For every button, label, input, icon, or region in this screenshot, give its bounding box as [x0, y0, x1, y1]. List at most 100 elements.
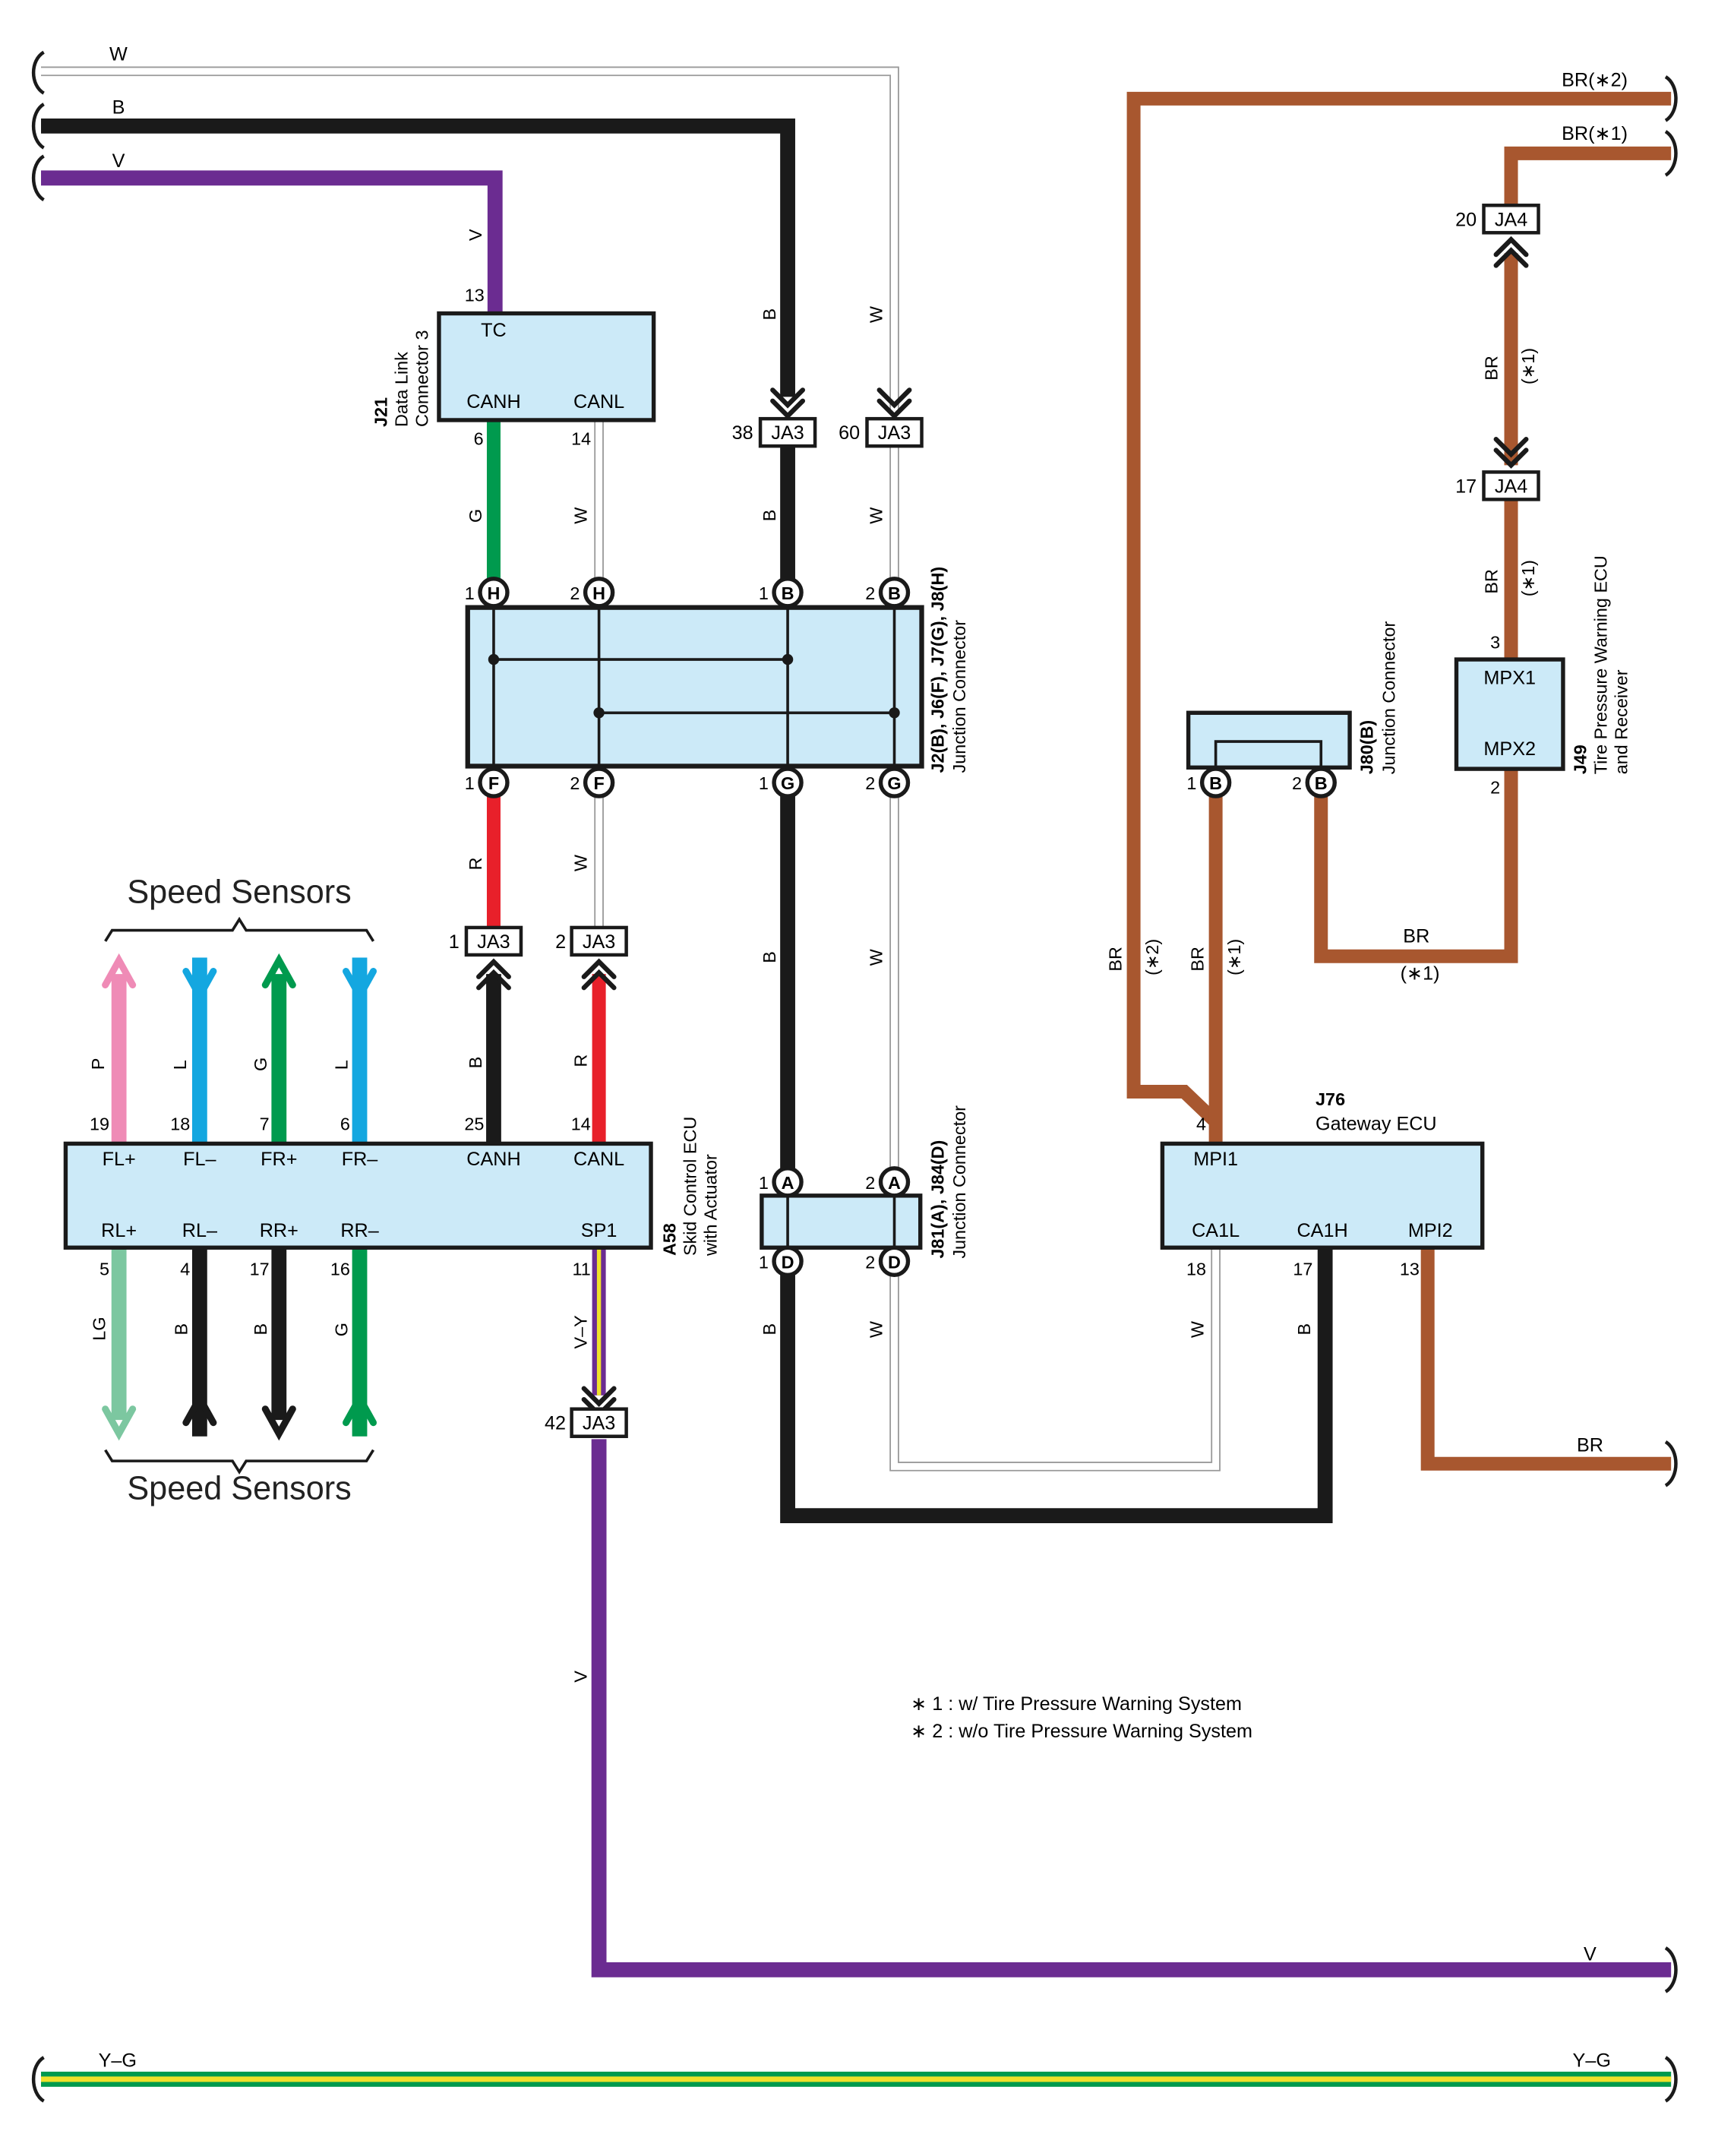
- a58-frp: FR+: [261, 1149, 297, 1170]
- break-marks: [32, 50, 1678, 2103]
- svg-text:W: W: [1187, 1321, 1207, 1338]
- j76-ca1l: CA1L: [1192, 1220, 1240, 1241]
- j49-name-line2: and Receiver: [1612, 669, 1631, 774]
- a58-rlp: RL+: [101, 1220, 137, 1241]
- j49-pin-mpx1: 3: [1490, 633, 1500, 653]
- ja3-60-tag: JA3 60: [839, 416, 924, 448]
- svg-text:V: V: [466, 229, 485, 241]
- j21-pin-tc: 13: [465, 285, 485, 305]
- svg-text:V: V: [570, 1671, 590, 1683]
- a58-pin-flm: 18: [170, 1114, 190, 1133]
- svg-text:(∗1): (∗1): [1401, 963, 1440, 984]
- svg-text:Y–G: Y–G: [1573, 2050, 1611, 2072]
- speed-sensors-top-label: Speed Sensors: [127, 874, 351, 911]
- svg-text:2: 2: [555, 931, 566, 953]
- pin-a1: A: [772, 1166, 804, 1198]
- pin-d1: D: [772, 1245, 804, 1277]
- svg-text:W: W: [866, 507, 886, 524]
- j76-pin-ca1h: 17: [1293, 1259, 1312, 1279]
- svg-text:B: B: [888, 583, 901, 603]
- pin-h2: H: [583, 577, 615, 609]
- ja3-42-tag: JA3 42: [545, 1407, 628, 1438]
- a58-pin-rlp: 5: [99, 1259, 109, 1279]
- j49-name-line1: Tire Pressure Warning ECU: [1591, 555, 1611, 774]
- svg-text:B: B: [760, 951, 779, 963]
- a58-flp: FL+: [103, 1149, 136, 1170]
- wire-br-mpi2: [1420, 1247, 1672, 1471]
- wire-br-1-top: [1504, 146, 1672, 206]
- a58-pin-frp: 7: [260, 1114, 270, 1133]
- j49-tire-pressure-ecu: MPX1 MPX2 3 2 J49 Tire Pressure Warning …: [1454, 555, 1631, 798]
- wire-br-2: [1126, 91, 1672, 1127]
- j49-code: J49: [1571, 744, 1590, 774]
- ja4-20-tag: JA4 20: [1455, 204, 1540, 235]
- j80-junction-connector: J80(B) Junction Connector: [1186, 621, 1398, 775]
- svg-text:R: R: [466, 857, 485, 870]
- pin-j80-b2: B: [1305, 767, 1337, 798]
- pin-g1: G: [772, 767, 804, 798]
- wire-top-v: [41, 170, 503, 312]
- svg-text:V: V: [112, 150, 125, 172]
- svg-text:1: 1: [759, 1173, 769, 1193]
- svg-text:G: G: [887, 773, 901, 793]
- svg-text:V: V: [1584, 1943, 1597, 1965]
- speed-sensor-bracket-top: [104, 916, 375, 942]
- junction-top-name: Junction Connector: [949, 620, 969, 773]
- speed-sensor-bracket-bottom: [104, 1449, 375, 1475]
- svg-text:L: L: [170, 1060, 190, 1070]
- a58-pin-flp: 19: [90, 1114, 109, 1133]
- svg-text:(∗1): (∗1): [1518, 560, 1538, 596]
- j49-pin-mpx2: 2: [1490, 778, 1500, 798]
- a58-rlm: RL–: [182, 1220, 217, 1241]
- svg-text:BR(∗2): BR(∗2): [1562, 70, 1628, 91]
- a58-skid-control-ecu: FL+ FL– FR+ FR– CANH CANL RL+ RL– RR+ RR…: [63, 1114, 720, 1279]
- j21-data-link-connector: TC CANH CANL 13 6 14 J21 Data Link Conne…: [371, 285, 656, 448]
- svg-text:A: A: [888, 1173, 901, 1193]
- pin-numbers: 1 2 1 2 1 2 1 2 1 2 1 2 1 2: [465, 583, 1302, 1272]
- svg-text:H: H: [488, 583, 501, 603]
- svg-text:1: 1: [759, 1252, 769, 1272]
- svg-text:W: W: [866, 306, 886, 323]
- j76-pin-mpi1: 4: [1196, 1114, 1206, 1133]
- j80-name: Junction Connector: [1379, 621, 1398, 775]
- j76-gateway-ecu: J76 Gateway ECU MPI1 CA1L CA1H MPI2 4 18…: [1160, 1089, 1485, 1279]
- ja3-2-tag: JA3 2: [555, 925, 628, 957]
- svg-text:W: W: [866, 949, 886, 966]
- svg-text:L: L: [331, 1060, 351, 1070]
- j21-pin-canl: 14: [571, 428, 591, 448]
- j21-canh-terminal: CANH: [466, 391, 520, 413]
- note-2: ∗ 2 : w/o Tire Pressure Warning System: [911, 1721, 1252, 1742]
- svg-text:BR: BR: [1403, 926, 1429, 947]
- svg-text:B: B: [1294, 1323, 1314, 1336]
- a58-pin-sp1: 11: [573, 1259, 591, 1279]
- svg-text:F: F: [593, 773, 604, 793]
- svg-text:(∗2): (∗2): [1142, 939, 1162, 975]
- j21-name-line1: Data Link: [392, 352, 412, 427]
- svg-text:B: B: [1209, 773, 1222, 793]
- a58-name-line2: with Actuator: [700, 1154, 720, 1257]
- svg-text:W: W: [570, 855, 590, 871]
- svg-text:2: 2: [1292, 773, 1302, 793]
- a58-name-line1: Skid Control ECU: [680, 1117, 700, 1256]
- j76-name: Gateway ECU: [1316, 1113, 1437, 1134]
- a58-rrp: RR+: [260, 1220, 298, 1241]
- a58-code: A58: [659, 1223, 679, 1256]
- svg-text:(∗1): (∗1): [1224, 939, 1244, 975]
- svg-text:B: B: [172, 1323, 191, 1336]
- svg-text:BR: BR: [1105, 947, 1125, 972]
- note-1: ∗ 1 : w/ Tire Pressure Warning System: [911, 1693, 1242, 1715]
- wire-top-b: [41, 118, 795, 397]
- svg-text:2: 2: [865, 773, 875, 793]
- pin-a2: A: [878, 1166, 911, 1198]
- svg-text:2: 2: [865, 583, 875, 603]
- ja4-17-tag: JA4 17: [1455, 470, 1540, 501]
- svg-text:2: 2: [570, 773, 580, 793]
- svg-text:JA3: JA3: [583, 1413, 615, 1434]
- j21-tc-terminal: TC: [481, 320, 507, 341]
- svg-text:JA3: JA3: [771, 422, 804, 444]
- ja3-38-tag: JA3 38: [732, 416, 817, 448]
- a58-canl: CANL: [573, 1149, 624, 1170]
- svg-text:H: H: [592, 583, 605, 603]
- svg-text:B: B: [760, 510, 779, 522]
- svg-text:B: B: [1315, 773, 1328, 793]
